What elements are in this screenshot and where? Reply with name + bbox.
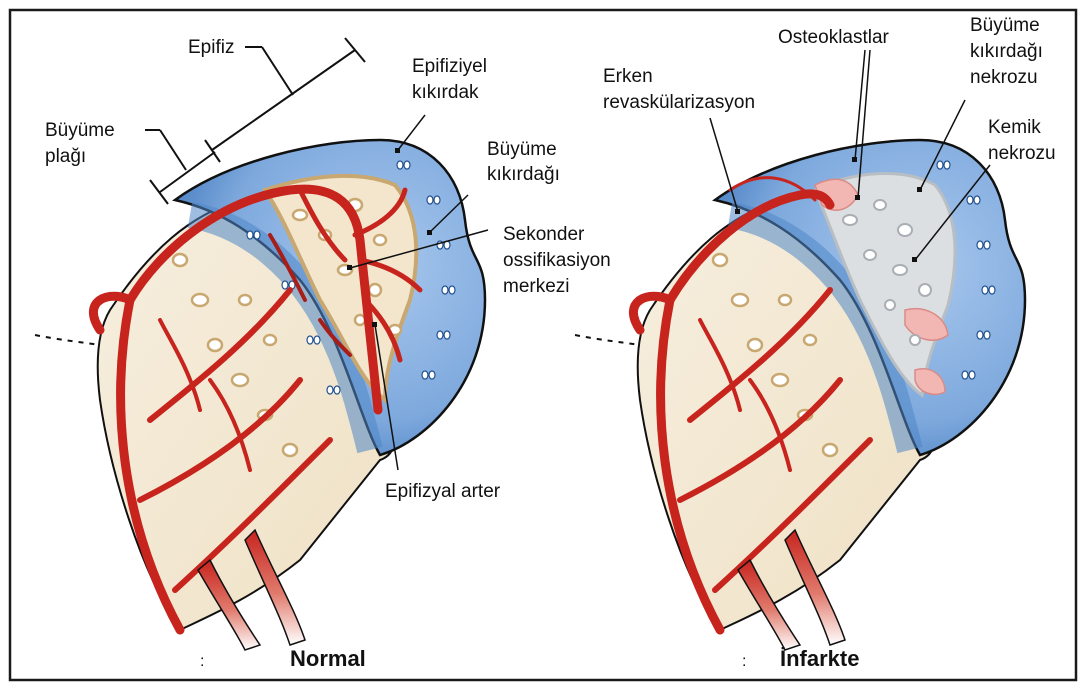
label-buyume-kikirdagi-1: Büyüme	[487, 139, 557, 160]
label-erken-1: Erken	[603, 66, 653, 87]
label-kemik-nekrozu-1: Kemik	[988, 117, 1041, 138]
label-sekonder-1: Sekonder	[503, 224, 585, 245]
label-epifiziyel-kikirdak-2: kıkırdak	[412, 82, 479, 103]
label-bk-nekrozu-2: kıkırdağı	[970, 41, 1043, 62]
label-sekonder-2: ossifikasiyon	[503, 250, 611, 271]
label-epifiz: Epifiz	[188, 37, 234, 58]
tick-mark-right: :	[742, 653, 746, 670]
label-bk-nekrozu-3: nekrozu	[970, 67, 1038, 88]
label-erken-2: revaskülarizasyon	[603, 92, 755, 113]
caption-infarkte: İnfarkte	[780, 646, 859, 671]
label-epifiziyel-kikirdak-1: Epifiziyel	[412, 56, 487, 77]
label-bk-nekrozu-1: Büyüme	[970, 15, 1040, 36]
tick-mark-left: :	[200, 653, 204, 670]
label-kemik-nekrozu-2: nekrozu	[988, 143, 1056, 164]
label-epifizyal-arter: Epifizyal arter	[385, 481, 501, 502]
caption-normal: Normal	[290, 646, 366, 671]
label-buyume-kikirdagi-2: kıkırdağı	[487, 164, 560, 185]
label-osteoklastlar: Osteoklastlar	[778, 27, 890, 48]
label-buyume-plagi-1: Büyüme	[45, 120, 115, 141]
label-buyume-plagi-2: plağı	[45, 146, 86, 167]
label-sekonder-3: merkezi	[503, 276, 570, 297]
